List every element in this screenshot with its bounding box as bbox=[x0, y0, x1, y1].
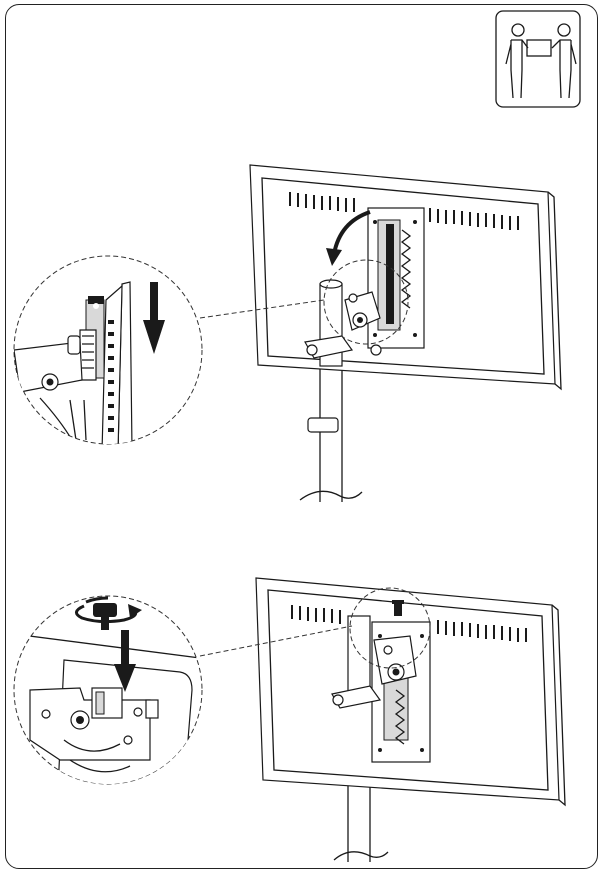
callout-leader bbox=[199, 625, 353, 657]
step-hang-monitor bbox=[13, 164, 562, 502]
down-arrow-icon bbox=[114, 630, 136, 692]
instruction-page-frame bbox=[5, 4, 598, 869]
step-tighten-knob bbox=[13, 577, 566, 862]
two-person-lift-icon bbox=[495, 10, 581, 108]
callout-leader bbox=[199, 299, 325, 319]
detail-callout bbox=[323, 259, 409, 345]
vesa-bracket bbox=[367, 207, 425, 349]
detail-callout bbox=[349, 587, 431, 669]
down-arrow-icon bbox=[143, 282, 165, 354]
curved-arrow-icon bbox=[326, 210, 371, 266]
cable-clip bbox=[307, 417, 339, 433]
zoom-detail-top bbox=[13, 255, 203, 445]
zoom-detail-bottom bbox=[13, 595, 203, 785]
rotate-knob-icon bbox=[75, 596, 142, 630]
vent-slots bbox=[289, 192, 519, 230]
pole bbox=[299, 365, 363, 502]
vent-slots bbox=[291, 605, 527, 642]
